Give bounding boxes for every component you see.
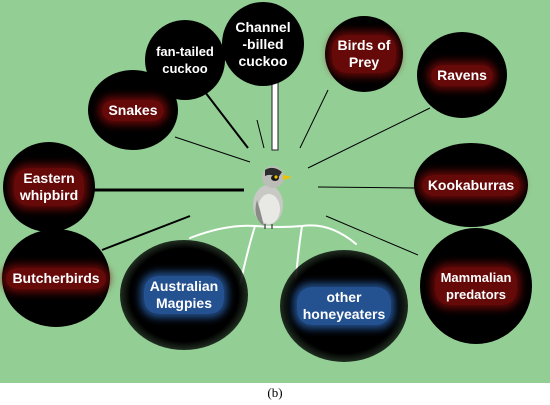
label-other-honeyeaters: other honeyeaters	[296, 287, 392, 325]
label-kookaburras: Kookaburras	[421, 174, 521, 196]
node-snakes: Snakes	[88, 70, 178, 150]
node-eastern-whipbird: Eastern whipbird	[3, 142, 95, 232]
noisy-miner-bird-icon	[253, 166, 292, 229]
label-butcherbirds: Butcherbirds	[6, 267, 106, 289]
link-birds-of-prey	[299, 89, 329, 149]
figure-caption: (b)	[267, 385, 283, 400]
label-ravens: Ravens	[431, 64, 493, 86]
node-birds-of-prey: Birds of Prey	[325, 16, 403, 92]
node-kookaburras: Kookaburras	[414, 143, 528, 227]
link-channel-billed-cuckoo	[256, 119, 265, 149]
link-kookaburras	[317, 186, 416, 189]
link-ravens	[307, 107, 431, 169]
node-australian-magpies: Australian Magpies	[120, 240, 248, 350]
node-mammalian-predators: Mammalian predators	[420, 228, 532, 344]
node-channel-billed-cuckoo: Channel -billed cuckoo	[222, 2, 304, 86]
label-australian-magpies: Australian Magpies	[143, 276, 225, 314]
node-other-honeyeaters: other honeyeaters	[280, 250, 408, 362]
node-ravens: Ravens	[417, 32, 507, 118]
label-eastern-whipbird: Eastern whipbird	[13, 168, 85, 206]
label-birds-of-prey: Birds of Prey	[331, 35, 397, 73]
label-channel-billed-cuckoo: Channel -billed cuckoo	[235, 18, 291, 69]
link-butcherbirds	[101, 215, 191, 251]
label-mammalian-predators: Mammalian predators	[434, 267, 518, 305]
link-fan-tailed-cuckoo	[204, 91, 249, 149]
link-channel-billed-cuckoo-pole	[271, 81, 279, 151]
node-butcherbirds: Butcherbirds	[2, 229, 110, 327]
label-snakes: Snakes	[102, 99, 164, 121]
label-fan-tailed-cuckoo: fan-tailed cuckoo	[156, 44, 214, 76]
link-snakes	[174, 136, 251, 163]
link-mammalian-predators	[325, 215, 419, 256]
